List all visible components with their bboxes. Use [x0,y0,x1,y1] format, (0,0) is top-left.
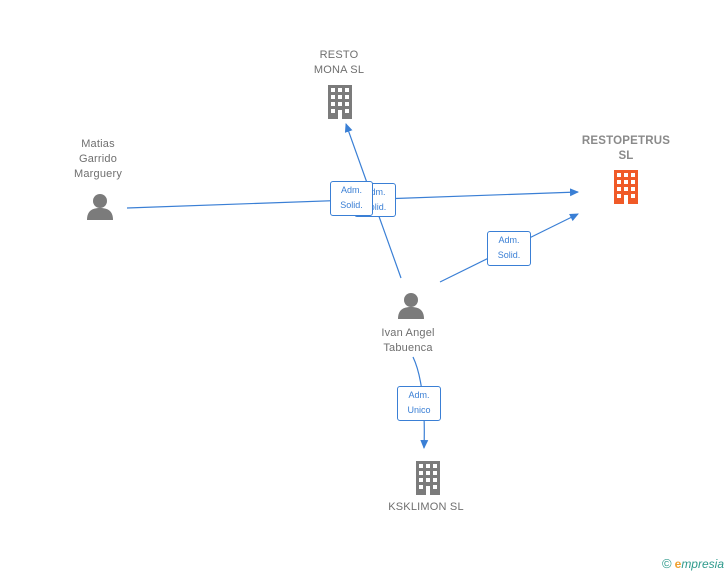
matias-label-line1: Matias [81,138,115,150]
restopetrus-label[interactable]: RESTOPETRUS SL [570,134,682,164]
brand-initial: e [674,557,682,571]
edge-label-ivan-restopetrus-line1: Adm. [498,235,520,245]
ksklimon-building-icon[interactable] [416,461,440,495]
ivan-label-line2: Tabuenca [383,342,433,354]
ivan-person-icon[interactable] [398,293,424,319]
edge-label-ivan-resto-mona-line2: Solid. [340,200,363,210]
edge-label-matias-restopetrus-line2: Solid. [363,202,387,212]
matias-person-icon[interactable] [87,194,113,220]
resto-mona-label-line2: MONA SL [313,64,365,76]
copyright-symbol: © [662,556,672,571]
edge-label-ivan-ksklimon-line2: Unico [407,405,431,415]
ivan-label[interactable]: Ivan Angel Tabuenca [362,326,454,356]
ksklimon-label[interactable]: KSKLIMON SL [376,500,476,515]
ksklimon-label-line1: KSKLIMON SL [388,501,464,513]
edge-label-ivan-restopetrus-line2: Solid. [497,250,521,260]
edge-label-matias-restopetrus-line1: Adm. [364,187,386,197]
edge-label-ivan-ksklimon: Adm. Unico [397,386,441,421]
restopetrus-label-line2: SL [618,150,634,162]
edge-label-ivan-resto-mona: Adm. Solid. [330,181,373,216]
empresia-logo[interactable]: ©empresia [662,556,724,571]
restopetrus-building-icon[interactable] [614,170,638,204]
restopetrus-label-line1: RESTOPETRUS [581,135,671,147]
edge-label-ivan-ksklimon-line1: Adm. [408,390,430,400]
edge-label-ivan-resto-mona-line1: Adm. [340,185,362,195]
ivan-label-line1: Ivan Angel [381,327,435,339]
resto-mona-label[interactable]: RESTO MONA SL [298,48,380,78]
matias-label-line2: Garrido [78,153,118,165]
resto-mona-label-line1: RESTO [319,49,359,61]
matias-label-line3: Marguery [73,168,123,180]
matias-label[interactable]: Matias Garrido Marguery [58,137,138,182]
resto-mona-building-icon[interactable] [328,85,352,119]
brand-name: mpresia [681,557,724,571]
edge-label-ivan-restopetrus: Adm. Solid. [487,231,531,266]
